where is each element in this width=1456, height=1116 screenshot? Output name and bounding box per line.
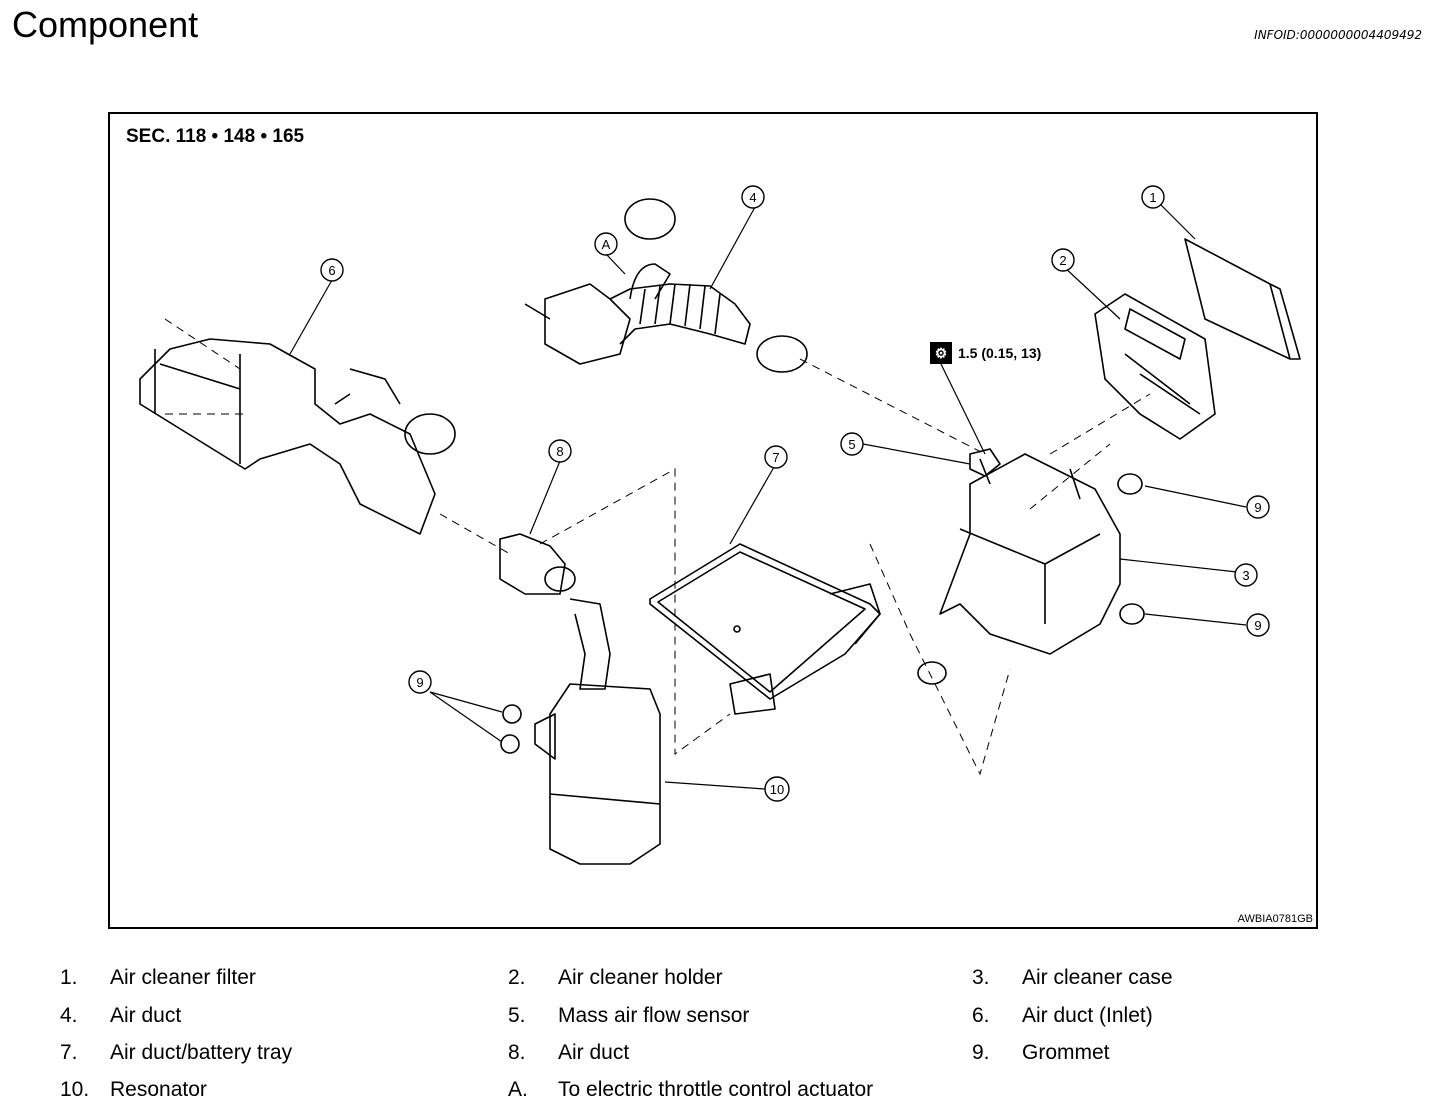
legend-item-10: 10.Resonator [60,1078,207,1101]
legend-item-7: 7.Air duct/battery tray [60,1041,293,1064]
figure-code: AWBIA0781GB [1237,913,1313,925]
callout-6: 6 [328,263,335,278]
callout-2: 2 [1059,253,1066,268]
callout-4-circle [741,185,765,209]
callout-7-circle [764,445,788,469]
callout-a: A [602,237,611,252]
air-duct-part [544,283,631,365]
callout-9c: 9 [416,675,423,690]
callout-9a: 9 [1254,500,1261,515]
section-label: SEC. 118 • 148 • 165 [126,126,305,147]
legend-item-5: 5.Mass air flow sensor [508,1004,750,1027]
callout-8: 8 [556,444,563,459]
callout-8-circle [548,439,572,463]
legend-item-3: 3.Air cleaner case [972,966,1173,989]
legend-item-2: 2.Air cleaner holder [508,966,723,989]
diagram-artwork: 1 2 3 4 5 6 7 8 9 9 9 10 A [139,185,1301,865]
torque-value: 1.5 (0.15, 13) [958,345,1042,361]
legend-item-9: 9.Grommet [972,1041,1110,1064]
resonator-part [549,683,661,865]
legend-item-4: 4.Air duct [60,1004,182,1027]
callout-7: 7 [772,450,779,465]
callout-10: 10 [770,782,784,797]
callout-10-circle [764,776,790,802]
legend-item-1: 1.Air cleaner filter [60,966,256,989]
callout-a-circle [594,232,618,256]
info-id: INFOID:0000000004409492 [1254,28,1422,42]
callout-1: 1 [1149,190,1156,205]
callout-3: 3 [1242,568,1249,583]
callout-1-circle [1141,185,1165,209]
legend-item-8: 8.Air duct [508,1041,630,1064]
callout-2-circle [1051,248,1075,272]
callout-6-circle [320,258,344,282]
air-duct-8-part [499,533,566,595]
torque-wrench-icon: ⚙ [930,342,952,364]
legend-item-6: 6.Air duct (Inlet) [972,1004,1153,1027]
callout-9c-circle [408,670,432,694]
component-diagram: 1 2 3 4 5 6 7 8 9 9 9 10 A SEC. 118 • 14… [108,112,1318,929]
mass-air-flow-sensor-part [969,448,1001,477]
parts-legend: 1.Air cleaner filter 2.Air cleaner holde… [0,964,1456,1112]
callout-4: 4 [749,190,756,205]
callout-9b: 9 [1254,618,1261,633]
callout-5: 5 [848,437,855,452]
callout-3-circle [1234,563,1258,587]
air-cleaner-filter-part [1184,238,1301,360]
air-duct-inlet-part [139,338,436,535]
callout-9b-circle [1246,613,1270,637]
legend-item-a: A.To electric throttle control actuator [508,1078,874,1101]
torque-spec: ⚙ 1.5 (0.15, 13) [930,342,1041,364]
air-cleaner-holder-part [1094,293,1216,440]
callout-9a-circle [1246,495,1270,519]
air-cleaner-case-part [939,453,1121,655]
page-title: Component [12,4,199,45]
callout-5-circle [840,432,864,456]
